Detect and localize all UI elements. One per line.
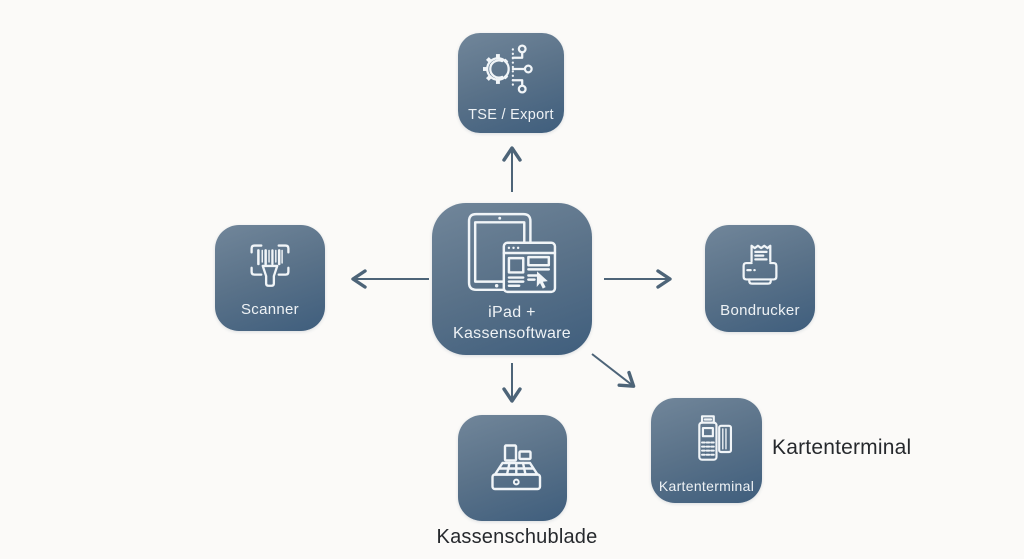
node-label-kartenterminal: Kartenterminal xyxy=(658,477,755,494)
tablet-pos-software-icon xyxy=(432,203,592,302)
node-label-tse: TSE / Export xyxy=(468,106,554,123)
cash-register-drawer-icon xyxy=(458,415,567,521)
node-scanner: Scanner xyxy=(215,225,325,331)
node-label-scanner: Scanner xyxy=(241,301,299,319)
label-kassenschublade: Kassenschublade xyxy=(436,526,598,548)
gear-circuit-export-icon xyxy=(458,33,564,106)
node-bondrucker: Bondrucker xyxy=(705,225,815,332)
node-label-center-line1: iPad + xyxy=(488,304,536,321)
node-kassenschublade xyxy=(458,415,567,521)
node-label-center: iPad + Kassensoftware xyxy=(453,302,571,355)
arrow-center-to-kartenterminal xyxy=(591,353,636,388)
barcode-scanner-icon xyxy=(215,225,325,301)
node-tse-export: TSE / Export xyxy=(458,33,564,133)
node-label-center-line2: Kassensoftware xyxy=(452,325,572,342)
label-kartenterminal-external: Kartenterminal xyxy=(772,436,912,459)
card-payment-terminal-icon xyxy=(651,398,762,478)
receipt-printer-icon xyxy=(705,225,815,302)
node-kartenterminal: Kartenterminal xyxy=(651,398,762,503)
node-label-bondrucker: Bondrucker xyxy=(720,302,800,320)
node-ipad-kassensoftware: iPad + Kassensoftware xyxy=(432,203,592,355)
